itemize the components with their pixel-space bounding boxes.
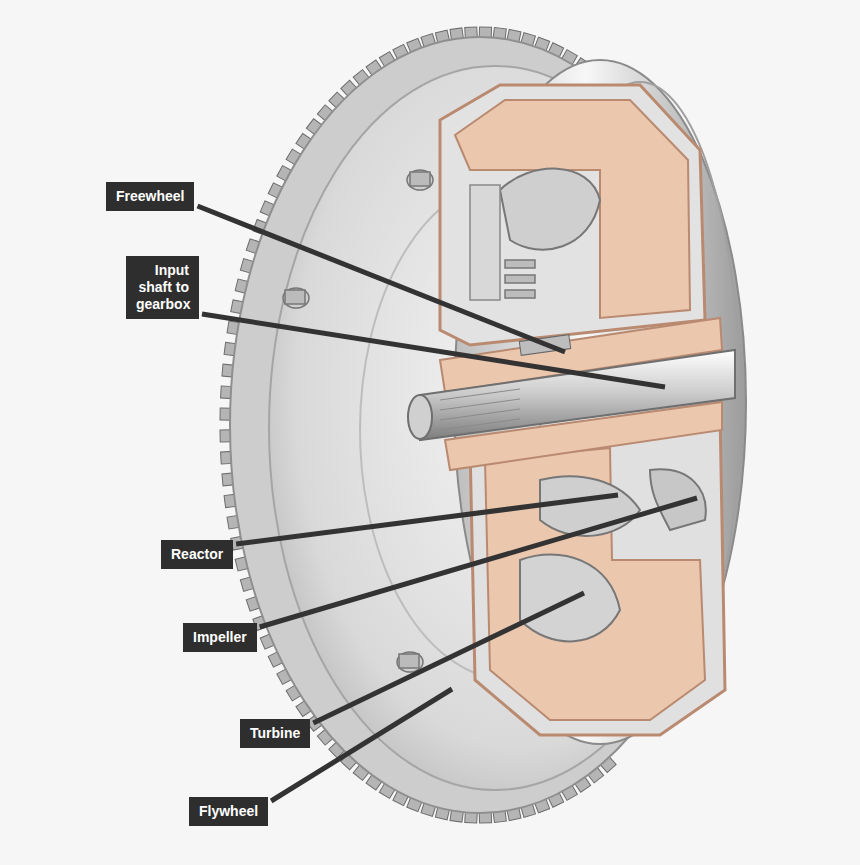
shaft-end	[408, 395, 432, 439]
impeller-blade-upper	[500, 169, 600, 250]
reactor-blade	[540, 476, 640, 536]
part-label: Impeller	[183, 623, 257, 652]
shaft-splines	[440, 389, 520, 430]
leader-line	[197, 206, 565, 352]
bolts	[283, 170, 433, 672]
impeller-blade-lower	[650, 469, 706, 530]
part-label: Flywheel	[189, 797, 268, 826]
upper-housing-section	[455, 100, 690, 318]
part-label: Turbine	[240, 719, 310, 748]
flywheel-rim	[230, 37, 730, 813]
leader-line	[313, 593, 584, 723]
freewheel-rollers	[519, 335, 570, 356]
part-label: Reactor	[161, 540, 233, 569]
part-label: Input shaft to gearbox	[126, 256, 199, 319]
input-shaft	[420, 350, 735, 440]
blade-fins-upper	[505, 260, 535, 298]
leader-line	[202, 314, 665, 387]
upper-cutaway	[440, 85, 705, 345]
leader-line	[260, 498, 697, 627]
turbine-blade-lower	[520, 554, 620, 641]
lower-housing-section	[485, 448, 705, 720]
part-label: Freewheel	[106, 182, 194, 211]
turbine-blades-upper	[470, 185, 500, 300]
leader-line	[236, 495, 618, 544]
